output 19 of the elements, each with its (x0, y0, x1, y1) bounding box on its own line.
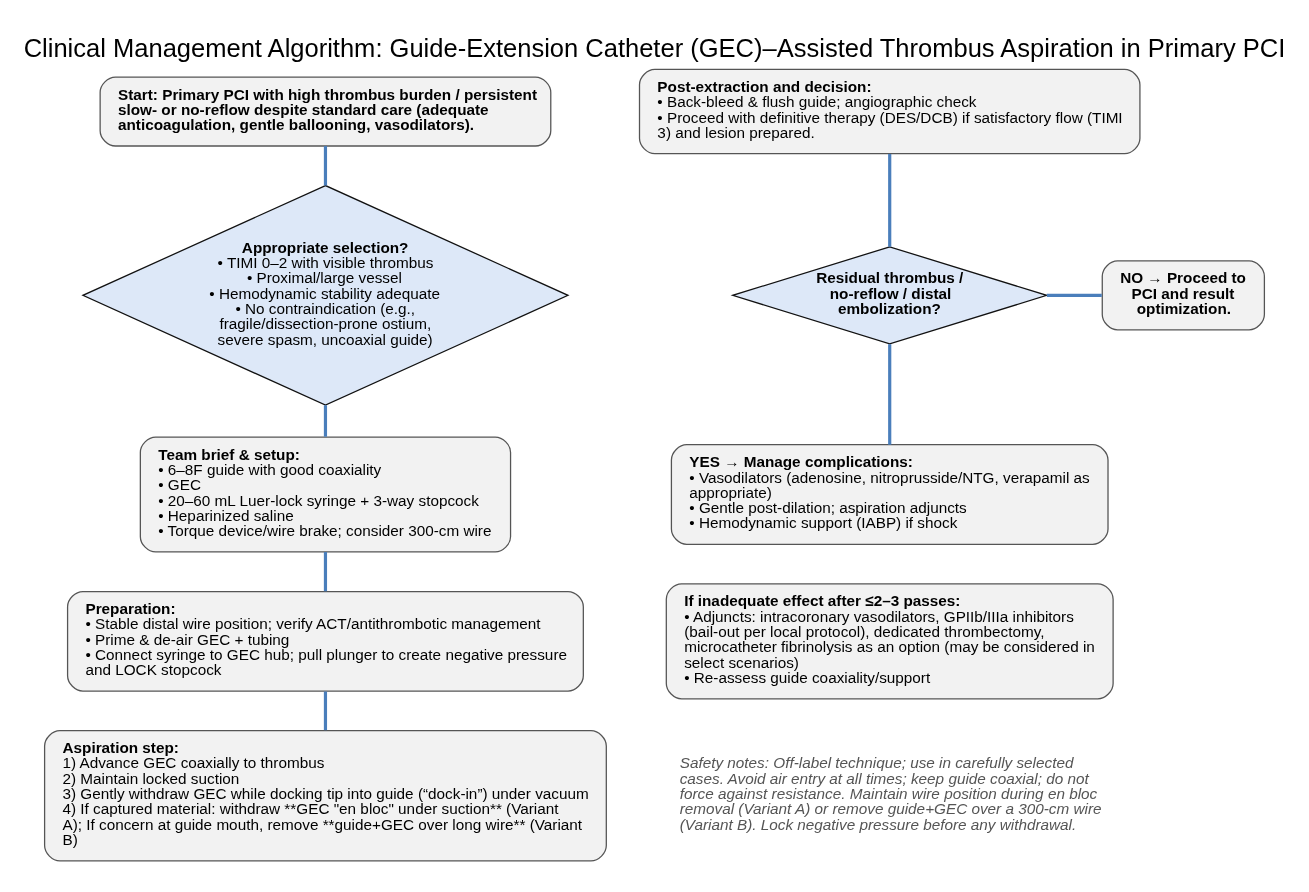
label: Safety notes: Off-label technique; use in carefully selected cases. Avoid air entry at all times; keep guide coaxial; do not force against resistance. Maintain wire position during en bloc removal (Variant A) or remove guide+GEC over a 300-cm wire (Variant B). Lock negative pressure before any withdrawal. (679, 754, 1102, 833)
node-box: Aspiration step: 1) Advance GEC coaxially to thrombus 2) Maintain locked suction 3) Gently withdraw GEC while docking tip into guide (“dock-in”) under vacuum 4) If captured material: withdraw **GEC "en bloc" under suction** (Variant A); If concern at guide mouth, remove **guide+GEC over long wire** (Variant B) (43, 730, 607, 862)
connector (323, 691, 328, 731)
connector (323, 551, 328, 592)
connector (888, 153, 892, 247)
connector (1046, 293, 1102, 297)
node-diamond: Residual thrombus / no-reflow / distal embolization? (730, 246, 1049, 345)
node-box: NO → Proceed to PCI and result optimization. (1101, 260, 1266, 331)
node-box: Post-extraction and decision: • Back-bleed & flush guide; angiographic check • Proceed with definitive therapy (DES/DCB) if satisfactory flow (TIMI 3) and lesion prepared. (638, 68, 1141, 155)
node-box: Team brief & setup: • 6–8F guide with good coaxiality • GEC • 20–60 mL Luer-lock syringe + 3-way stopcock • Heparinized saline • Torque device/wire brake; consider 300-cm wire (139, 436, 512, 553)
connector (323, 146, 328, 186)
node-box: Preparation: • Stable distal wire position; verify ACT/antithrombotic management • Prime & de-air GEC + tubing • Connect syringe to GEC hub; pull plunger to create negative pressure and LOCK stopcock (66, 590, 584, 692)
connector (323, 405, 328, 437)
node-diamond: Appropriate selection? • TIMI 0–2 with visible thrombus • Proximal/large vessel • Hemodynamic stability adequate • No contraindication (e.g., fragile/dissection-prone ostium, severe spasm, uncoaxial guide) (81, 184, 570, 406)
diagram-title: Clinical Management Algorithm: Guide-Extension Catheter (GEC)–Assisted Thrombus Aspiration in Primary PCI (23, 33, 1286, 62)
node-box: If inadequate effect after ≤2–3 passes: • Adjuncts: intracoronary vasodilators, GPIIb/IIIa inhibitors (bail-out per local protocol), dedicated thrombectomy, microcatheter fibrinolysis as an option (may be considered in select scenarios) • Re-assess guide coaxiality/support (665, 583, 1114, 700)
node-box: YES → Manage complications: • Vasodilators (adenosine, nitroprusside/NTG, verapamil as appropriate) • Gentle post-dilation; aspiration adjuncts • Hemodynamic support (IABP) if shock (670, 444, 1109, 545)
connector (888, 344, 892, 445)
node-box: Start: Primary PCI with high thrombus burden / persistent slow- or no-reflow despite standard care (adequate anticoagulation, gentle ballooning, vasodilators). (99, 76, 552, 147)
